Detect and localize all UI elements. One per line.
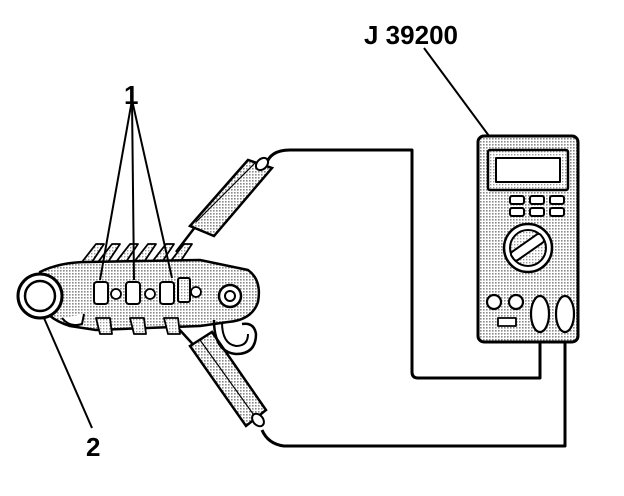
rectifier-bridge	[16, 243, 261, 356]
multimeter	[423, 47, 580, 344]
terminal-lug	[61, 313, 85, 327]
diode-terminal-1	[93, 281, 109, 305]
diode-terminal-3	[159, 281, 175, 305]
upper-probe	[175, 156, 275, 253]
callout-2-leader	[43, 317, 93, 429]
rivets	[110, 286, 202, 300]
terminal-strap	[212, 319, 258, 356]
meter-label: J 39200	[364, 20, 458, 50]
meter-input-jacks	[485, 293, 576, 334]
callout-2-label: 2	[86, 432, 100, 462]
callout-1-leaders	[99, 99, 173, 281]
meter-rotary-dial	[502, 222, 554, 274]
diode-terminals	[93, 277, 191, 305]
meter-buttons	[509, 195, 565, 217]
lower-probe	[177, 327, 268, 428]
mounting-stud	[217, 283, 243, 309]
bottom-fins	[95, 317, 181, 335]
meter-label-leader	[423, 47, 493, 141]
diode-terminal-2	[125, 281, 141, 305]
mounting-ring	[16, 272, 64, 320]
meter-display	[495, 157, 561, 183]
lower-test-lead-wire	[260, 338, 567, 448]
callout-1-label: 1	[124, 80, 138, 110]
test-leads	[260, 148, 567, 448]
upper-test-lead-wire	[264, 148, 542, 380]
